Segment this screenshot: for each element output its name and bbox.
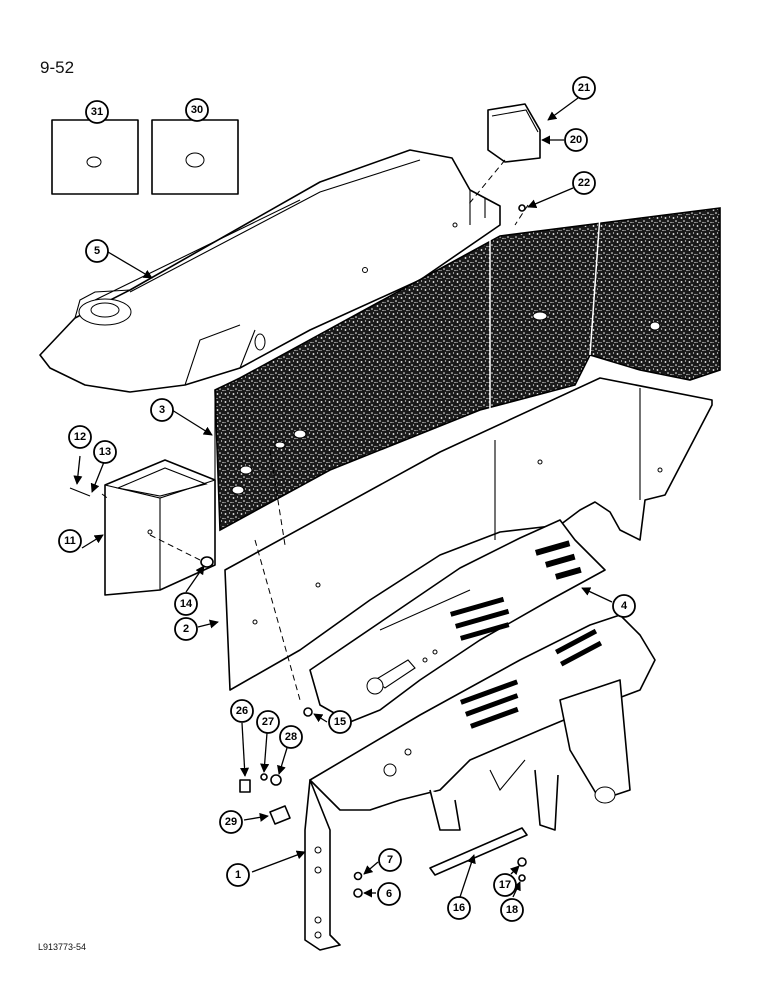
callout-30: 30 xyxy=(185,98,209,122)
part-17-washer xyxy=(517,857,527,867)
callout-7: 7 xyxy=(378,848,402,872)
part-11-module-box xyxy=(104,459,216,596)
callout-6: 6 xyxy=(377,882,401,906)
callout-label: 14 xyxy=(180,598,193,610)
callout-label: 7 xyxy=(387,854,393,866)
page-number: 9-52 xyxy=(40,58,75,77)
part-27-washer xyxy=(260,773,268,781)
callout-label: 30 xyxy=(191,104,203,116)
part-20-cover-box xyxy=(487,103,541,163)
callout-3: 3 xyxy=(150,398,174,422)
callout-label: 1 xyxy=(235,869,241,881)
callout-17: 17 xyxy=(493,873,517,897)
callout-label: 21 xyxy=(578,82,590,94)
callout-label: 11 xyxy=(64,535,76,547)
callout-4: 4 xyxy=(612,594,636,618)
callout-27: 27 xyxy=(256,710,280,734)
part-4-plate xyxy=(309,519,606,723)
leader-lines xyxy=(73,97,613,898)
callout-28: 28 xyxy=(279,725,303,749)
part-26-screw xyxy=(239,779,251,793)
callout-label: 17 xyxy=(499,879,511,891)
callout-label: 18 xyxy=(506,904,518,916)
callout-26: 26 xyxy=(230,699,254,723)
inset-31 xyxy=(51,119,139,195)
part-22-fastener xyxy=(518,204,526,212)
callout-label: 26 xyxy=(236,705,248,717)
part-16-strip xyxy=(429,827,528,876)
callout-1: 1 xyxy=(226,863,250,887)
inset-30 xyxy=(151,119,239,195)
callout-13: 13 xyxy=(93,440,117,464)
part-12-bolt xyxy=(69,487,91,497)
callout-label: 31 xyxy=(91,106,103,118)
callout-label: 2 xyxy=(183,623,189,635)
callout-label: 16 xyxy=(453,902,465,914)
part-3-insulation-pad xyxy=(214,207,721,532)
part-28-washer xyxy=(270,774,282,786)
callout-label: 15 xyxy=(334,716,346,728)
callout-16: 16 xyxy=(447,896,471,920)
part-15-nut xyxy=(303,707,313,717)
part-29-clip xyxy=(269,805,291,825)
callout-label: 12 xyxy=(74,431,86,443)
callout-label: 4 xyxy=(621,600,628,612)
callout-label: 29 xyxy=(225,816,237,828)
callout-label: 22 xyxy=(578,177,590,189)
callout-label: 28 xyxy=(285,731,297,743)
callout-31: 31 xyxy=(85,100,109,124)
callout-12: 12 xyxy=(68,425,92,449)
callout-22: 22 xyxy=(572,171,596,195)
callout-label: 13 xyxy=(99,446,111,458)
reference-code: L913773-54 xyxy=(38,942,87,952)
callout-15: 15 xyxy=(328,710,352,734)
callout-29: 29 xyxy=(219,810,243,834)
part-1-support-frame xyxy=(304,614,656,951)
callout-11: 11 xyxy=(58,529,82,553)
callout-label: 3 xyxy=(159,404,165,416)
part-7-washer xyxy=(353,871,363,881)
callout-label: 20 xyxy=(570,134,582,146)
part-2-side-panel xyxy=(224,377,713,691)
callout-label: 6 xyxy=(386,888,392,900)
callout-label: 27 xyxy=(262,716,274,728)
part-14-spacer xyxy=(200,556,214,568)
part-18-nut xyxy=(518,874,526,882)
callout-5: 5 xyxy=(85,239,109,263)
callout-14: 14 xyxy=(174,592,198,616)
callout-21: 21 xyxy=(572,76,596,100)
callout-2: 2 xyxy=(174,617,198,641)
callout-label: 5 xyxy=(94,245,100,257)
part-5-console-cover xyxy=(39,149,501,393)
part-6-nut xyxy=(353,888,363,898)
callout-20: 20 xyxy=(564,128,588,152)
callout-18: 18 xyxy=(500,898,524,922)
